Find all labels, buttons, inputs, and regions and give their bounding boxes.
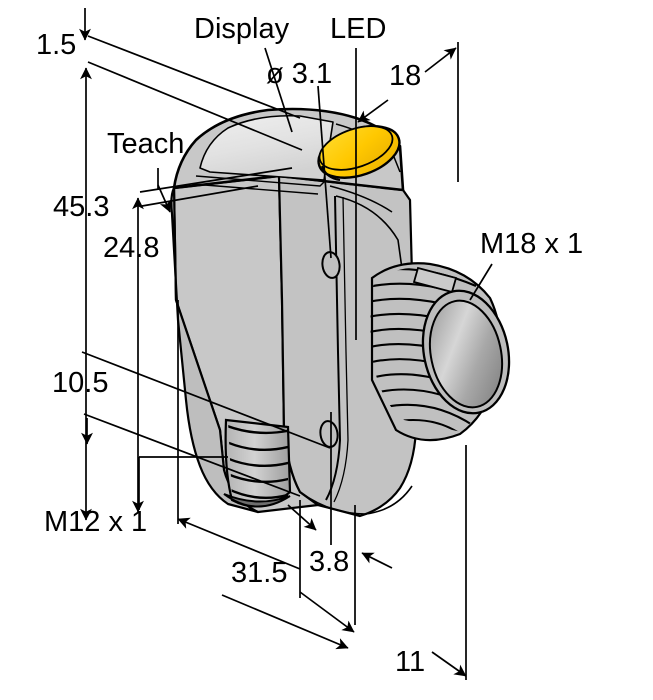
dim-label-31-5: 31.5 bbox=[231, 557, 287, 589]
mounting-hole-upper bbox=[321, 251, 341, 279]
housing-bottom-foot bbox=[299, 485, 413, 515]
housing-seam-line bbox=[325, 195, 342, 501]
ext-line-top-1 bbox=[87, 35, 301, 119]
label-thread-m12: M12 x 1 bbox=[44, 506, 147, 538]
ext-line-10-5-a bbox=[81, 351, 331, 449]
dim-label-1-5: 1.5 bbox=[36, 29, 76, 61]
dim-3-8-arrow-right bbox=[361, 552, 393, 569]
ext-line-teach-2 bbox=[141, 185, 259, 207]
dim-18-arrow-left bbox=[357, 99, 389, 123]
dim-label-18: 18 bbox=[389, 60, 421, 92]
dim-label-45-3: 45.3 bbox=[53, 191, 109, 223]
dim-31-5-line-2 bbox=[221, 594, 349, 650]
top-cap-rib-2 bbox=[329, 185, 393, 213]
dia-3-1-leader bbox=[317, 85, 332, 259]
label-thread-m18: M18 x 1 bbox=[480, 228, 583, 260]
sensor-body-graphic bbox=[170, 107, 511, 518]
dim-3-8-arrow-left bbox=[287, 504, 317, 531]
dim-label-10-5: 10.5 bbox=[52, 367, 108, 399]
label-display: Display bbox=[194, 13, 290, 45]
ext-line-top-2 bbox=[87, 61, 303, 151]
m18-leader bbox=[469, 263, 493, 301]
label-led: LED bbox=[330, 13, 386, 45]
dim-label-11: 11 bbox=[395, 646, 425, 678]
dimension-annotations bbox=[79, 8, 493, 680]
dim-label-diameter-3-1: ø 3.1 bbox=[266, 58, 332, 90]
display-recess-lip-2 bbox=[191, 183, 319, 195]
dim-11-arrow-right bbox=[431, 651, 467, 677]
display-recess-lip bbox=[195, 175, 327, 187]
m18-threaded-barrel bbox=[370, 262, 511, 442]
dim-31-5-line bbox=[177, 517, 301, 570]
display-leader bbox=[264, 47, 293, 133]
dim-18-arrow-right bbox=[424, 47, 457, 73]
dim-11-arrow-left bbox=[299, 591, 355, 633]
ext-line-10-5-b bbox=[83, 413, 301, 497]
dim-label-24-8: 24.8 bbox=[103, 232, 159, 264]
ext-line-teach-1 bbox=[139, 167, 293, 193]
housing-shoulder-curve bbox=[335, 195, 404, 277]
dim-label-3-8: 3.8 bbox=[309, 546, 349, 578]
dimension-text-labels: 1.5 45.3 24.8 10.5 31.5 3.8 11 18 ø 3.1 … bbox=[36, 13, 583, 678]
housing-seam-line-2 bbox=[333, 196, 349, 503]
label-teach: Teach bbox=[107, 128, 184, 160]
m12-threaded-connector bbox=[223, 418, 292, 508]
